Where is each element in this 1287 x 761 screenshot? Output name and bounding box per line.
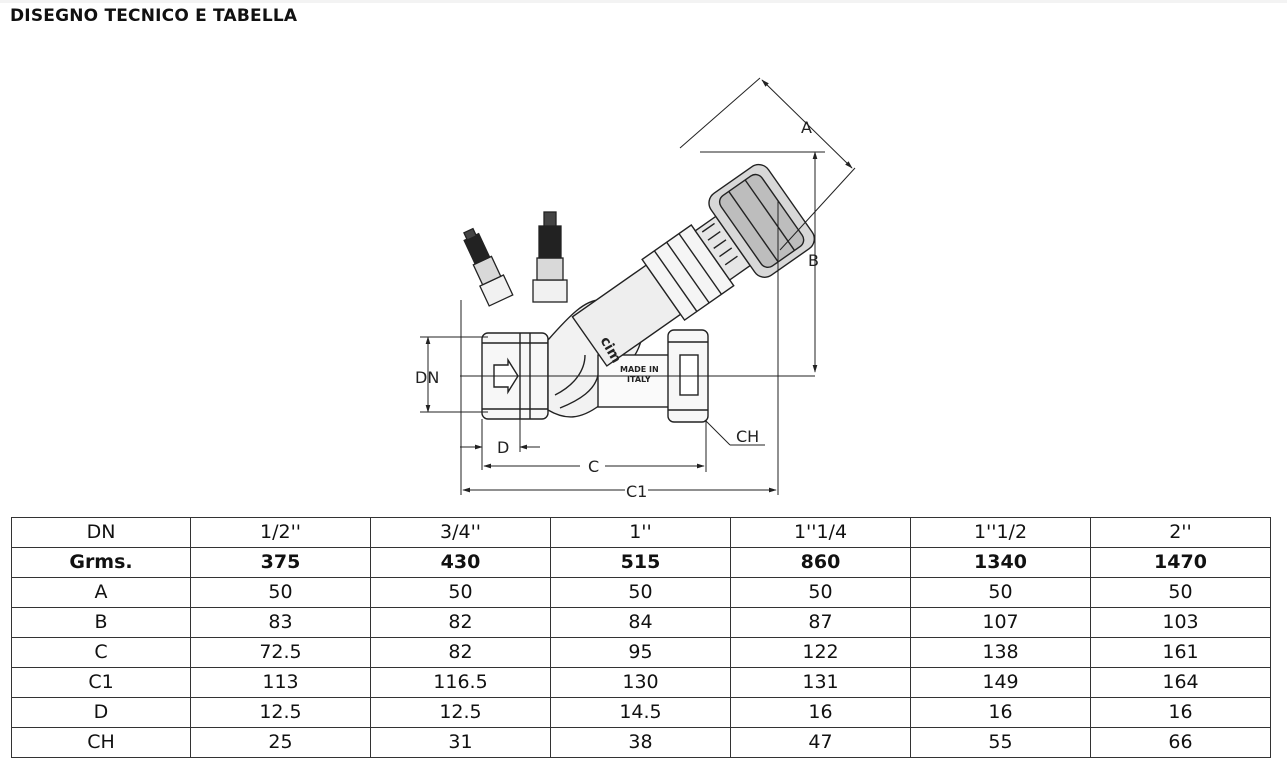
dimension-c [483,420,707,472]
made-in-stamp: MADE IN [620,365,659,374]
dimension-label-dn: DN [415,368,439,387]
header-cell: 1'' [550,517,731,548]
table-cell: 16 [910,697,1091,728]
section-title: DISEGNO TECNICO E TABELLA [10,6,298,26]
table-cell: 515 [550,547,731,578]
dimension-label-c: C [588,457,599,476]
table-cell: 103 [1090,607,1271,638]
header-cell: DN [11,517,191,548]
table-cell: 25 [190,727,371,758]
table-cell: 50 [190,577,371,608]
header-cell: 1/2'' [190,517,371,548]
header-cell: 1''1/4 [730,517,911,548]
test-port-right [532,211,568,303]
table-cell: 130 [550,667,731,698]
dimension-label-c1: C1 [626,482,647,501]
table-cell: 122 [730,637,911,668]
table-cell: 116.5 [370,667,551,698]
table-cell: 1470 [1090,547,1271,578]
table-cell: 38 [550,727,731,758]
table-cell: 87 [730,607,911,638]
table-cell: 14.5 [550,697,731,728]
row-label-cell: Grms. [11,547,191,578]
table-cell: 113 [190,667,371,698]
table-cell: 50 [550,577,731,608]
dimension-c1 [460,200,779,495]
header-cell: 1''1/2 [910,517,1091,548]
dimension-ch [704,419,765,446]
row-label-cell: C1 [11,667,191,698]
dimension-d [460,419,540,470]
table-cell: 31 [370,727,551,758]
top-rule [0,0,1287,3]
technical-drawing: cim MADE IN ITALY A B DN [415,77,856,501]
table-cell: 66 [1090,727,1271,758]
dimension-label-b: B [808,251,819,270]
bonnet [571,163,815,367]
table-cell: 47 [730,727,911,758]
row-label-cell: CH [11,727,191,758]
italy-stamp: ITALY [627,375,651,384]
table-cell: 107 [910,607,1091,638]
table-cell: 50 [730,577,911,608]
table-cell: 131 [730,667,911,698]
dimension-dn [420,336,488,413]
table-cell: 161 [1090,637,1271,668]
table-header-row: DN 1/2'' 3/4'' 1'' 1''1/4 1''1/2 2'' [11,517,1271,548]
table-cell: 375 [190,547,371,578]
table-cell: 72.5 [190,637,371,668]
table-cell: 82 [370,637,551,668]
table-cell: 50 [370,577,551,608]
table-cell: 16 [730,697,911,728]
table-cell: 83 [190,607,371,638]
row-label-cell: A [11,577,191,608]
table-cell: 430 [370,547,551,578]
header-cell: 3/4'' [370,517,551,548]
table-cell: 16 [1090,697,1271,728]
row-label-cell: B [11,607,191,638]
table-cell: 82 [370,607,551,638]
spec-table: DN 1/2'' 3/4'' 1'' 1''1/4 1''1/2 2'' Grm… [11,517,1271,758]
dimension-label-a: A [801,118,812,137]
table-cell: 1340 [910,547,1091,578]
table-cell: 50 [910,577,1091,608]
table-cell: 164 [1090,667,1271,698]
test-port-left [463,227,514,307]
table-cell: 95 [550,637,731,668]
table-cell: 55 [910,727,1091,758]
dimension-label-d: D [497,438,509,457]
table-cell: 149 [910,667,1091,698]
dimension-label-ch: CH [736,427,759,446]
table-cell: 50 [1090,577,1271,608]
header-cell: 2'' [1090,517,1271,548]
row-label-cell: D [11,697,191,728]
table-cell: 138 [910,637,1091,668]
table-cell: 860 [730,547,911,578]
row-label-cell: C [11,637,191,668]
table-cell: 12.5 [190,697,371,728]
table-cell: 12.5 [370,697,551,728]
table-cell: 84 [550,607,731,638]
dimension-a [679,77,856,251]
dimension-b [700,151,825,373]
